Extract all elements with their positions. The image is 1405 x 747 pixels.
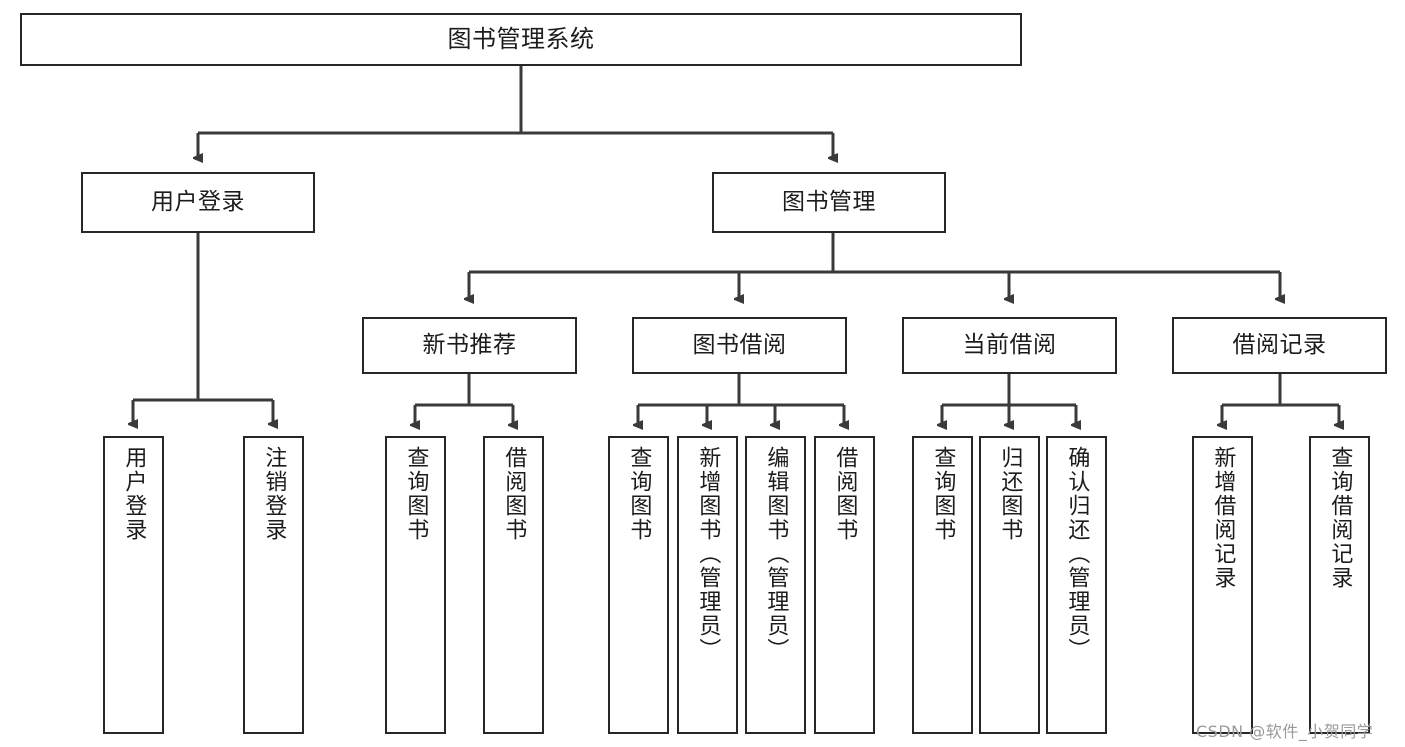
node-label: 注销登录 [261,446,287,542]
leaf-query-record[interactable]: 查询借阅记录 [1309,436,1370,734]
leaf-edit-book[interactable]: 编辑图书（管理员） [745,436,806,734]
node-label: 查询图书 [930,446,956,542]
csdn-watermark: CSDN @软件_小贺同学 [1196,722,1374,741]
leaf-query-book-current[interactable]: 查询图书 [912,436,973,734]
node-borrow-record[interactable]: 借阅记录 [1172,317,1387,374]
node-label: 新增借阅记录 [1210,446,1236,590]
node-label: 查询图书 [403,446,429,542]
node-book-manage[interactable]: 图书管理 [712,172,946,233]
node-label: 图书管理 [782,188,876,215]
node-current-borrow[interactable]: 当前借阅 [902,317,1117,374]
node-user-login[interactable]: 用户登录 [81,172,315,233]
node-root-system[interactable]: 图书管理系统 [20,13,1022,66]
node-label: 新书推荐 [422,331,517,358]
leaf-query-book-borrow[interactable]: 查询图书 [608,436,669,734]
node-label: 查询借阅记录 [1327,446,1353,590]
node-label: 归还图书 [997,446,1023,542]
leaf-return-book[interactable]: 归还图书 [979,436,1040,734]
node-new-book-recommend[interactable]: 新书推荐 [362,317,577,374]
node-label: 编辑图书（管理员） [763,446,789,662]
node-label: 查询图书 [626,446,652,542]
node-label: 图书管理系统 [447,25,595,54]
node-label: 借阅记录 [1232,331,1327,358]
leaf-borrow-book[interactable]: 借阅图书 [814,436,875,734]
leaf-logout[interactable]: 注销登录 [243,436,304,734]
node-label: 当前借阅 [962,331,1057,358]
node-label: 新增图书（管理员） [695,446,721,662]
leaf-borrow-book-recommend[interactable]: 借阅图书 [483,436,544,734]
leaf-add-book[interactable]: 新增图书（管理员） [677,436,738,734]
node-label: 确认归还（管理员） [1064,446,1090,662]
node-label: 用户登录 [121,446,147,542]
leaf-query-book-recommend[interactable]: 查询图书 [385,436,446,734]
leaf-add-record[interactable]: 新增借阅记录 [1192,436,1253,734]
leaf-confirm-return[interactable]: 确认归还（管理员） [1046,436,1107,734]
leaf-user-login[interactable]: 用户登录 [103,436,164,734]
node-book-borrow[interactable]: 图书借阅 [632,317,847,374]
node-label: 借阅图书 [501,446,527,542]
node-label: 图书借阅 [692,331,787,358]
node-label: 借阅图书 [832,446,858,542]
node-label: 用户登录 [151,188,245,215]
